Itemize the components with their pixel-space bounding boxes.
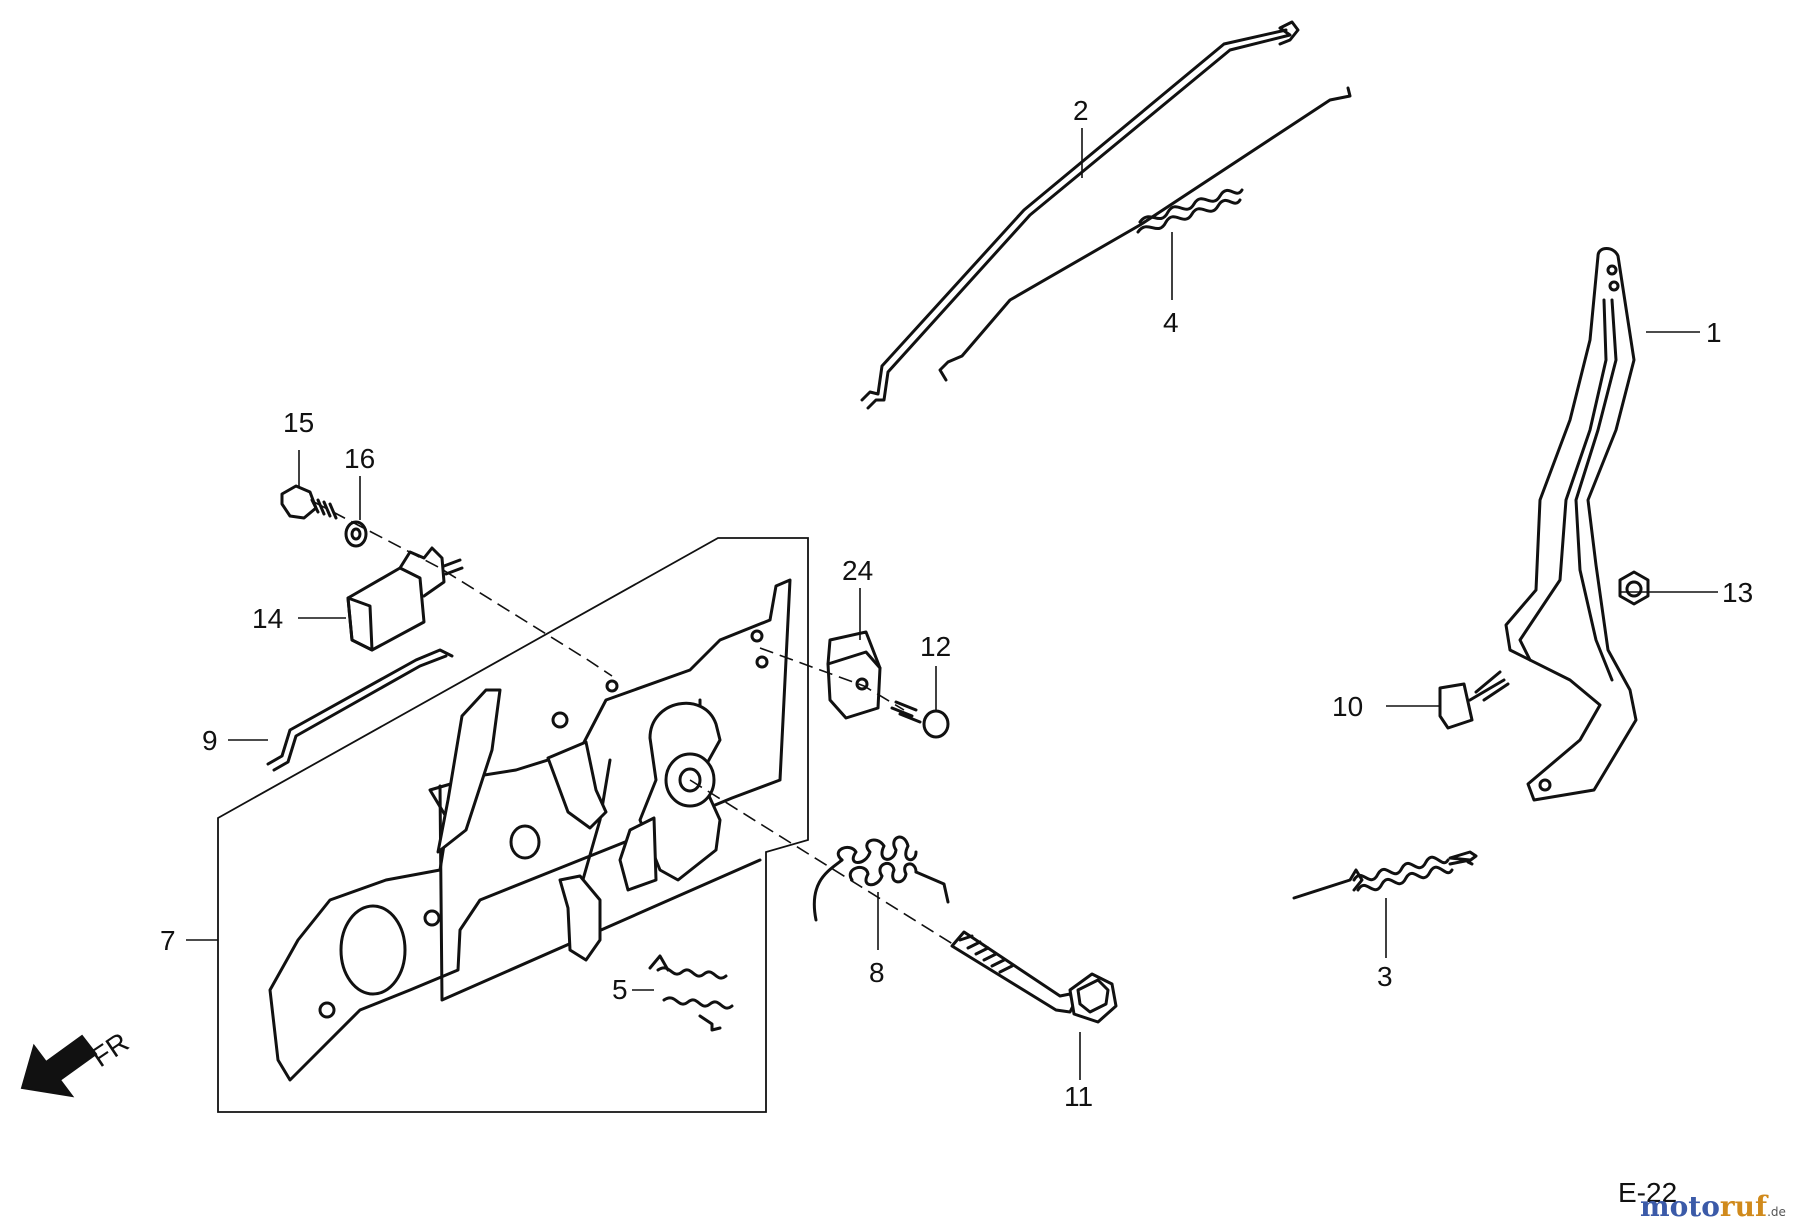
page-footer: E-22 motoruf.de	[1618, 1177, 1786, 1223]
callout-11: 11	[1064, 1081, 1093, 1112]
part-16-washer	[344, 520, 368, 548]
assembly-axes	[313, 501, 957, 947]
part-1-control-lever	[1504, 247, 1638, 802]
front-arrow-icon	[20, 1034, 98, 1098]
part-8-torsion-spring	[812, 835, 950, 922]
callout-15: 15	[283, 407, 314, 438]
part-5-tension-spring	[648, 954, 734, 1032]
leader-lines	[186, 128, 1718, 1080]
part-7-base-plate	[268, 578, 792, 1082]
callout-4: 4	[1163, 307, 1179, 338]
callout-3: 3	[1377, 961, 1393, 992]
callout-7: 7	[160, 925, 176, 956]
part-11-flange-bolt	[950, 930, 1118, 1024]
callout-1: 1	[1706, 317, 1722, 348]
callout-labels: 1 2 3 4 5 7 8 9 10 11 12 13 14 15 16 24	[160, 95, 1753, 1112]
page-code: E-22	[1618, 1177, 1677, 1208]
part-14-solenoid	[346, 546, 464, 652]
callout-2: 2	[1073, 95, 1089, 126]
callout-13: 13	[1722, 577, 1753, 608]
part-24-clip	[826, 630, 882, 720]
part-3-spring	[1292, 850, 1478, 900]
callout-16: 16	[344, 443, 375, 474]
front-label: FR	[86, 1026, 134, 1073]
front-direction-indicator: FR	[20, 1026, 134, 1098]
part-10-screw	[1438, 670, 1510, 730]
callout-12: 12	[920, 631, 951, 662]
part-9-wire-link	[266, 648, 454, 772]
watermark: motoruf.de	[1640, 1190, 1786, 1223]
part-4-choke-rod	[938, 86, 1352, 382]
part-2-governor-rod	[860, 20, 1300, 410]
callout-8: 8	[869, 957, 885, 988]
part-15-bolt	[280, 484, 338, 520]
part-12-screw	[890, 700, 950, 739]
callout-24: 24	[842, 555, 873, 586]
callout-5: 5	[612, 974, 628, 1005]
part-7-assembly-box	[217, 537, 809, 1113]
callout-14: 14	[252, 603, 283, 634]
callout-10: 10	[1332, 691, 1363, 722]
callout-9: 9	[202, 725, 218, 756]
part-13-nut	[1618, 570, 1650, 606]
